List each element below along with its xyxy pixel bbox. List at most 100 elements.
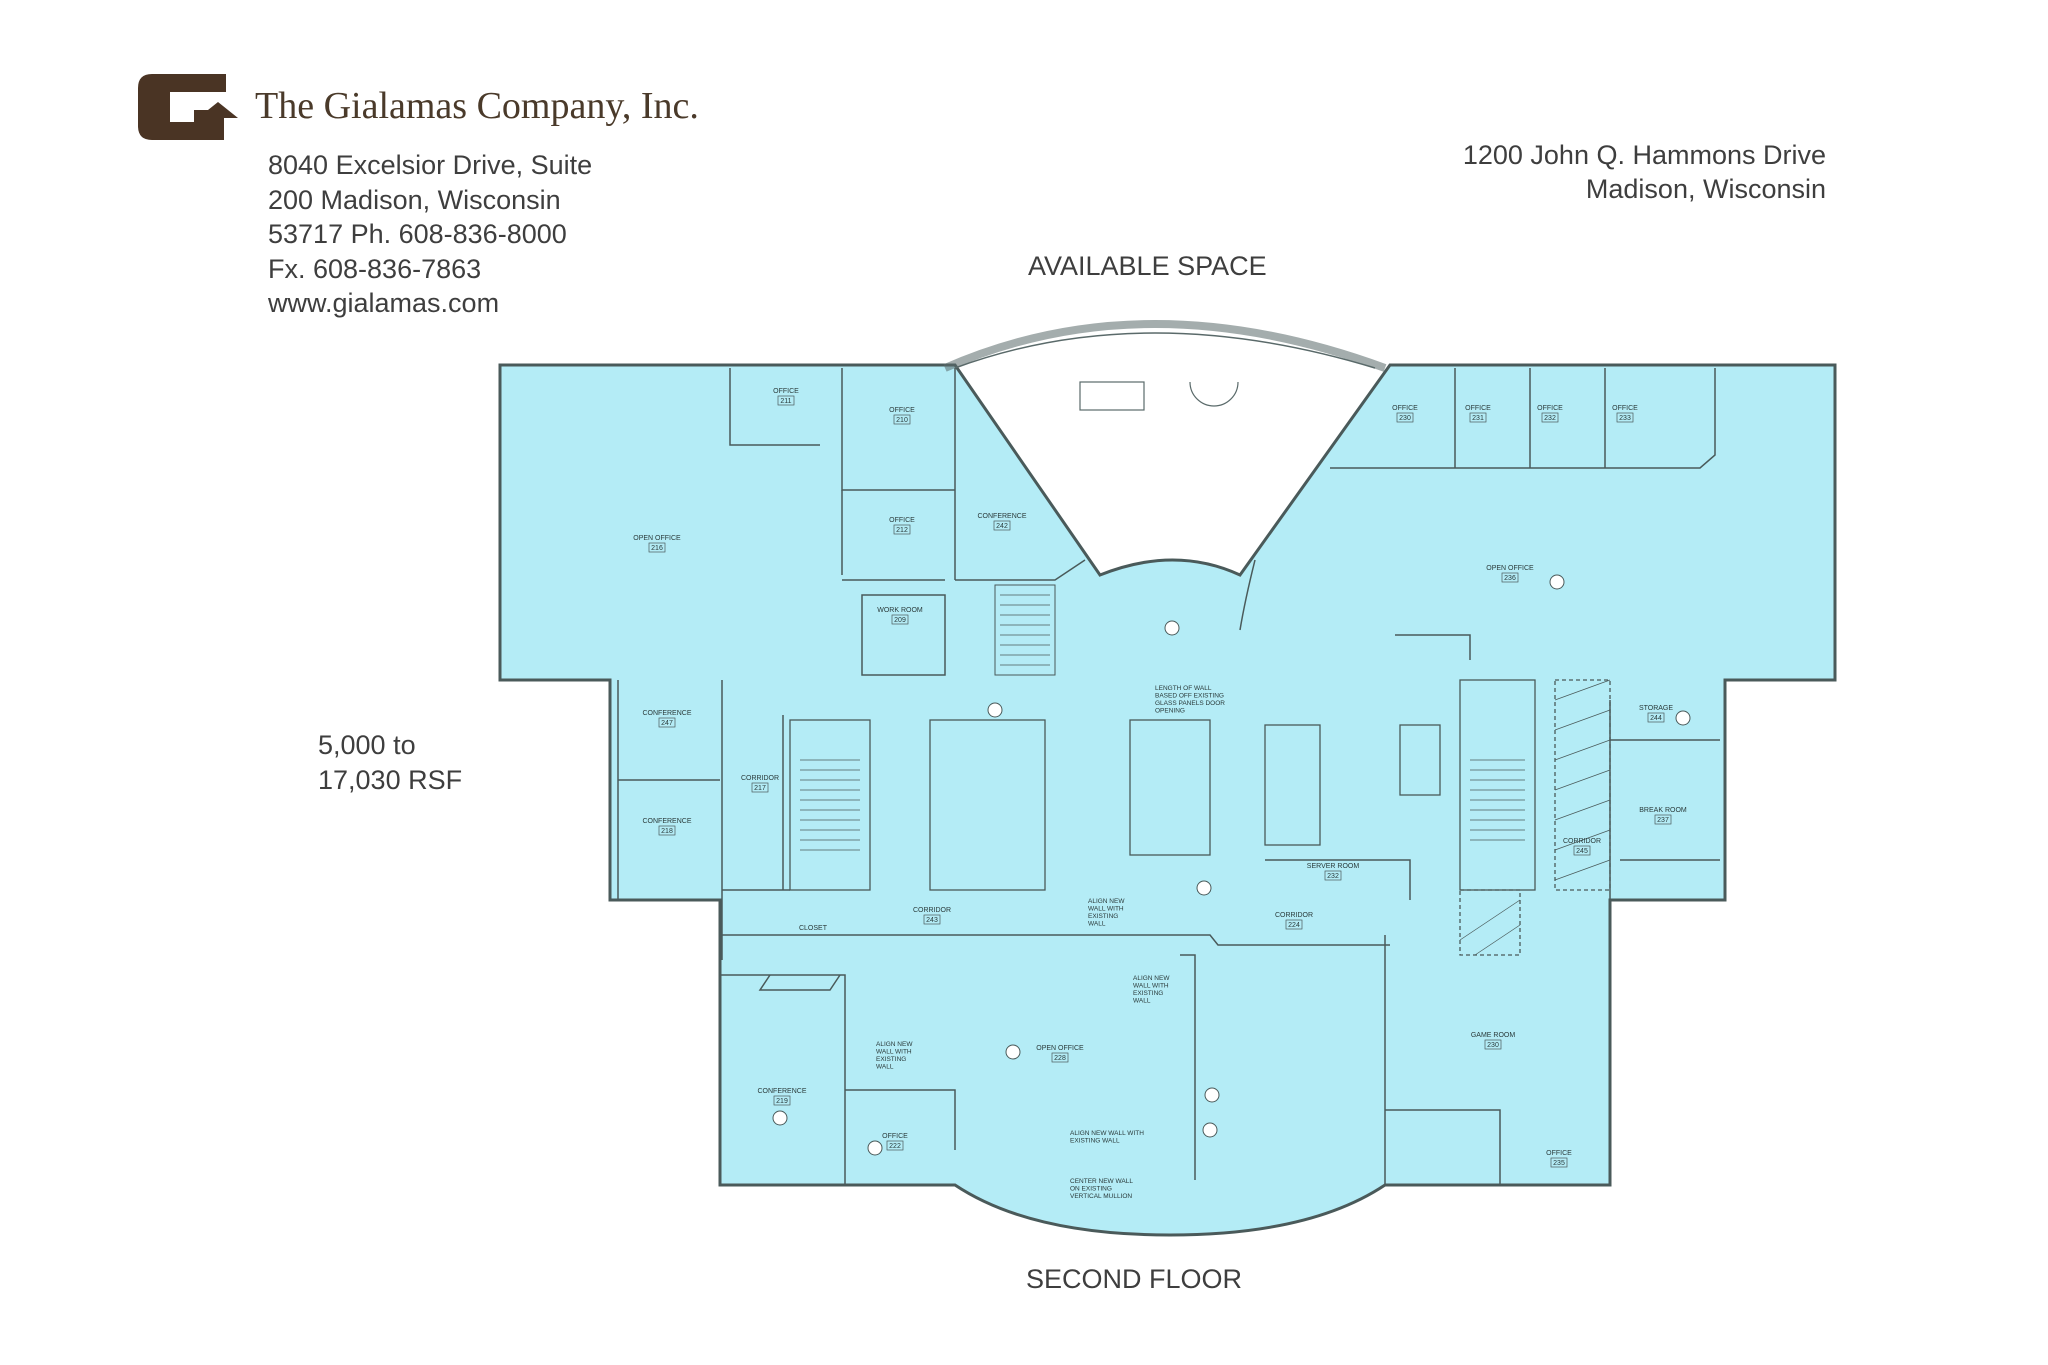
room-name-label: BREAK ROOM	[1639, 807, 1687, 814]
atrium-arc	[943, 320, 1387, 372]
area-range: 5,000 to 17,030 RSF	[318, 728, 462, 798]
room-number-box	[658, 717, 676, 728]
room-name-label: CONFERENCE	[642, 818, 691, 825]
room-name-label: OPEN OFFICE	[633, 535, 681, 542]
plan-note-line: WALL	[876, 1064, 894, 1071]
contact-line: Fx. 608-836-7863	[268, 253, 482, 284]
room-name-label: OFFICE	[1612, 405, 1638, 412]
room-number-label: 212	[896, 527, 908, 534]
room-name-label: OFFICE	[1546, 1150, 1572, 1157]
site-address-street: 1200 John Q. Hammons Drive	[1462, 140, 1826, 170]
room-name-label: CONFERENCE	[977, 513, 1026, 520]
room-name-label: OFFICE	[889, 407, 915, 414]
room-number-box	[658, 825, 676, 836]
room-number-box	[1469, 412, 1487, 423]
room-number-label: 219	[776, 1098, 788, 1105]
room-number-box	[893, 414, 911, 425]
floor-label: SECOND FLOOR	[1026, 1264, 1243, 1294]
room-name-label: CONFERENCE	[642, 710, 691, 717]
room-number-box	[1647, 712, 1665, 723]
room-name-label: OFFICE	[889, 517, 915, 524]
plan-note-line: ALIGN NEW	[876, 1041, 913, 1048]
room-number-box	[773, 1095, 791, 1106]
plan-note-line: ON EXISTING	[1070, 1186, 1112, 1193]
room-number-label: 217	[754, 785, 766, 792]
room-number-box	[1616, 412, 1634, 423]
plan-note-line: LENGTH OF WALL	[1155, 685, 1212, 692]
company-name: The Gialamas Company, Inc.	[255, 85, 699, 127]
room-number-box	[1550, 1157, 1568, 1168]
room-number-label: 210	[896, 417, 908, 424]
tag-markers	[772, 574, 1691, 1156]
plan-note-line: WALL WITH	[1088, 906, 1124, 913]
room-number-box	[1501, 572, 1519, 583]
room-number-box	[777, 395, 795, 406]
room-name-label: CONFERENCE	[757, 1088, 806, 1095]
room-number-label: 233	[1619, 415, 1631, 422]
room-number-box	[1285, 919, 1303, 930]
plan-note-line: WALL WITH	[1133, 983, 1169, 990]
room-name-label: OFFICE	[882, 1133, 908, 1140]
room-number-label: 209	[894, 617, 906, 624]
room-number-box	[1396, 412, 1414, 423]
walls-upper-right	[1239, 368, 1716, 660]
website-link[interactable]: www.gialamas.com	[268, 288, 500, 318]
area-range-line: 17,030 RSF	[318, 765, 463, 795]
room-name-label: OFFICE	[773, 388, 799, 395]
room-number-box	[1654, 814, 1672, 825]
room-number-box	[886, 1140, 904, 1151]
room-name-label: SERVER ROOM	[1307, 863, 1360, 870]
contact-line: 53717 Ph. 608-836-8000	[268, 219, 567, 249]
walls-south-wing	[720, 935, 1501, 1185]
plan-note-line: VERTICAL MULLION	[1070, 1193, 1132, 1200]
plan-note-line: WALL WITH	[876, 1049, 912, 1056]
site-address: 1200 John Q. Hammons Drive Madison, Wisc…	[1463, 138, 1826, 206]
walls-upper-left	[729, 368, 1086, 676]
room-name-label: STORAGE	[1639, 705, 1673, 712]
plan-note-line: CENTER NEW WALL	[1070, 1178, 1133, 1185]
floor-outline	[498, 363, 1837, 1237]
room-number-label: 231	[1472, 415, 1484, 422]
room-name-label: GAME ROOM	[1471, 1032, 1516, 1039]
room-number-label: 228	[1054, 1055, 1066, 1062]
room-name-label: CORRIDOR	[741, 775, 779, 782]
room-name-label: OFFICE	[1392, 405, 1418, 412]
room-number-box	[1541, 412, 1559, 423]
plan-note-line: EXISTING	[1133, 990, 1163, 997]
room-name-label: OPEN OFFICE	[1036, 1045, 1084, 1052]
plan-note-line: ALIGN NEW	[1088, 898, 1125, 905]
room-number-label: 224	[1288, 922, 1300, 929]
room-name-label: WORK ROOM	[877, 607, 923, 614]
plan-note-line: EXISTING	[1088, 913, 1118, 920]
company-contact-block: 8040 Excelsior Drive, Suite 200 Madison,…	[268, 148, 592, 321]
room-name-label: CORRIDOR	[913, 907, 951, 914]
plan-note-line: OPENING	[1155, 708, 1185, 715]
room-number-label: 247	[661, 720, 673, 727]
walls-right-wing	[1265, 700, 1720, 900]
plan-note-line: EXISTING WALL	[1070, 1138, 1120, 1145]
room-name-label: OFFICE	[1465, 405, 1491, 412]
room-name-label: CORRIDOR	[1275, 912, 1313, 919]
room-number-label: 244	[1650, 715, 1662, 722]
plan-note-line: ALIGN NEW	[1133, 975, 1170, 982]
room-number-label: 245	[1576, 848, 1588, 855]
room-number-label: 211	[780, 398, 791, 405]
plan-heading: AVAILABLE SPACE	[1028, 251, 1267, 281]
walls-left-wing	[617, 680, 1390, 960]
site-address-city: Madison, Wisconsin	[1585, 174, 1826, 204]
plan-note-line: GLASS PANELS DOOR	[1155, 700, 1225, 707]
room-number-label: 230	[1487, 1042, 1499, 1049]
room-number-label: 243	[926, 917, 938, 924]
room-number-box	[891, 614, 909, 625]
central-core	[789, 679, 1611, 956]
room-number-box	[1324, 870, 1342, 881]
room-number-label: 232	[1544, 415, 1556, 422]
room-number-label: 218	[661, 828, 673, 835]
plan-note-line: BASED OFF EXISTING	[1155, 693, 1224, 700]
room-number-label: 216	[651, 545, 663, 552]
room-name-label: OPEN OFFICE	[1486, 565, 1534, 572]
room-number-box	[1573, 845, 1591, 856]
